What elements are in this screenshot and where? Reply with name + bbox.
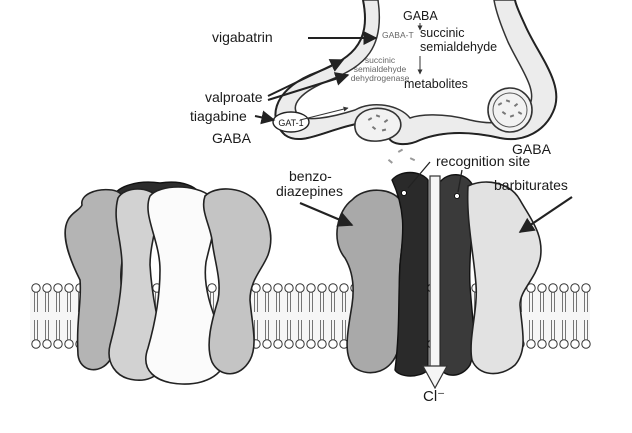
barbiturates-label: barbiturates — [494, 177, 568, 193]
lipid-head — [559, 339, 569, 349]
lipid-head — [207, 283, 217, 293]
gaba-molecules — [387, 148, 416, 164]
benzodiazepines-label-line1: benzo- — [289, 168, 332, 184]
lipid-head — [548, 339, 558, 349]
lipid-head — [295, 283, 305, 293]
lipid-head — [537, 339, 547, 349]
vesicle-right — [487, 87, 533, 133]
recognition-site-pointer-1 — [407, 161, 431, 189]
succinic-semialdehyde-line1: succinic — [420, 26, 464, 40]
lipid-head — [570, 339, 580, 349]
lipid-head — [42, 283, 52, 293]
tiagabine-arrow — [254, 110, 276, 125]
lipid-head — [548, 283, 558, 293]
lipid-head — [581, 283, 591, 293]
lipid-head — [262, 283, 272, 293]
lipid-head — [328, 339, 338, 349]
lipid-head — [537, 283, 547, 293]
lipid-head — [31, 283, 41, 293]
lipid-head — [306, 339, 316, 349]
lipid-head — [53, 283, 63, 293]
gaba-t-label: GABA-T — [382, 30, 414, 40]
lipid-head — [64, 283, 74, 293]
lipid-head — [295, 339, 305, 349]
lipid-head — [53, 339, 63, 349]
lipid-head — [570, 283, 580, 293]
lipid-head — [581, 339, 591, 349]
lipid-head — [317, 339, 327, 349]
valproate-arrow-2 — [267, 72, 350, 101]
gat1-transporter: GAT-1 — [272, 111, 310, 133]
lipid-head — [339, 283, 349, 293]
lipid-head — [273, 283, 283, 293]
chloride-label: Cl⁻ — [423, 388, 445, 405]
lipid-head — [559, 283, 569, 293]
lipid-head — [284, 339, 294, 349]
lipid-head — [273, 339, 283, 349]
barbiturates-arrow — [518, 196, 573, 233]
lipid-head — [526, 339, 536, 349]
gat1-label: GAT-1 — [278, 118, 303, 128]
metabolites-label: metabolites — [404, 77, 468, 91]
tiagabine-label: tiagabine — [190, 108, 247, 124]
receptor-cutaway — [336, 171, 542, 390]
gat1-uptake-arrow — [299, 106, 349, 121]
ssadh-line3: dehydrogenase — [351, 73, 410, 83]
recognition-site-pointer-2 — [457, 169, 463, 193]
valproate-label: valproate — [205, 89, 263, 105]
lipid-head — [328, 283, 338, 293]
recognition-site-dot-2 — [454, 193, 460, 199]
lipid-head — [306, 283, 316, 293]
gaba-top-label: GABA — [403, 9, 438, 23]
succinic-semialdehyde-line2: semialdehyde — [420, 40, 497, 54]
chloride-channel-arrow — [421, 175, 449, 390]
gaba-left-label: GABA — [212, 130, 252, 146]
gaba-bottom-label: GABA — [512, 141, 552, 157]
benzodiazepines-label-line2: diazepines — [276, 183, 343, 199]
lipid-head — [42, 339, 52, 349]
vesicle-fusing — [354, 107, 402, 142]
ssadh-line1: succinic — [365, 55, 396, 65]
recognition-site-dot-1 — [401, 190, 407, 196]
recognition-site-label: recognition site — [436, 153, 530, 169]
lipid-head — [64, 339, 74, 349]
lipid-head — [317, 283, 327, 293]
ssadh-line2: semialdehyde — [354, 64, 407, 74]
vigabatrin-label: vigabatrin — [212, 29, 273, 45]
lipid-head — [284, 283, 294, 293]
benzodiazepines-arrow — [299, 201, 354, 227]
lipid-head — [262, 339, 272, 349]
lipid-head — [31, 339, 41, 349]
receptor-front-view — [64, 181, 272, 385]
valproate-arrow-1 — [267, 59, 345, 97]
